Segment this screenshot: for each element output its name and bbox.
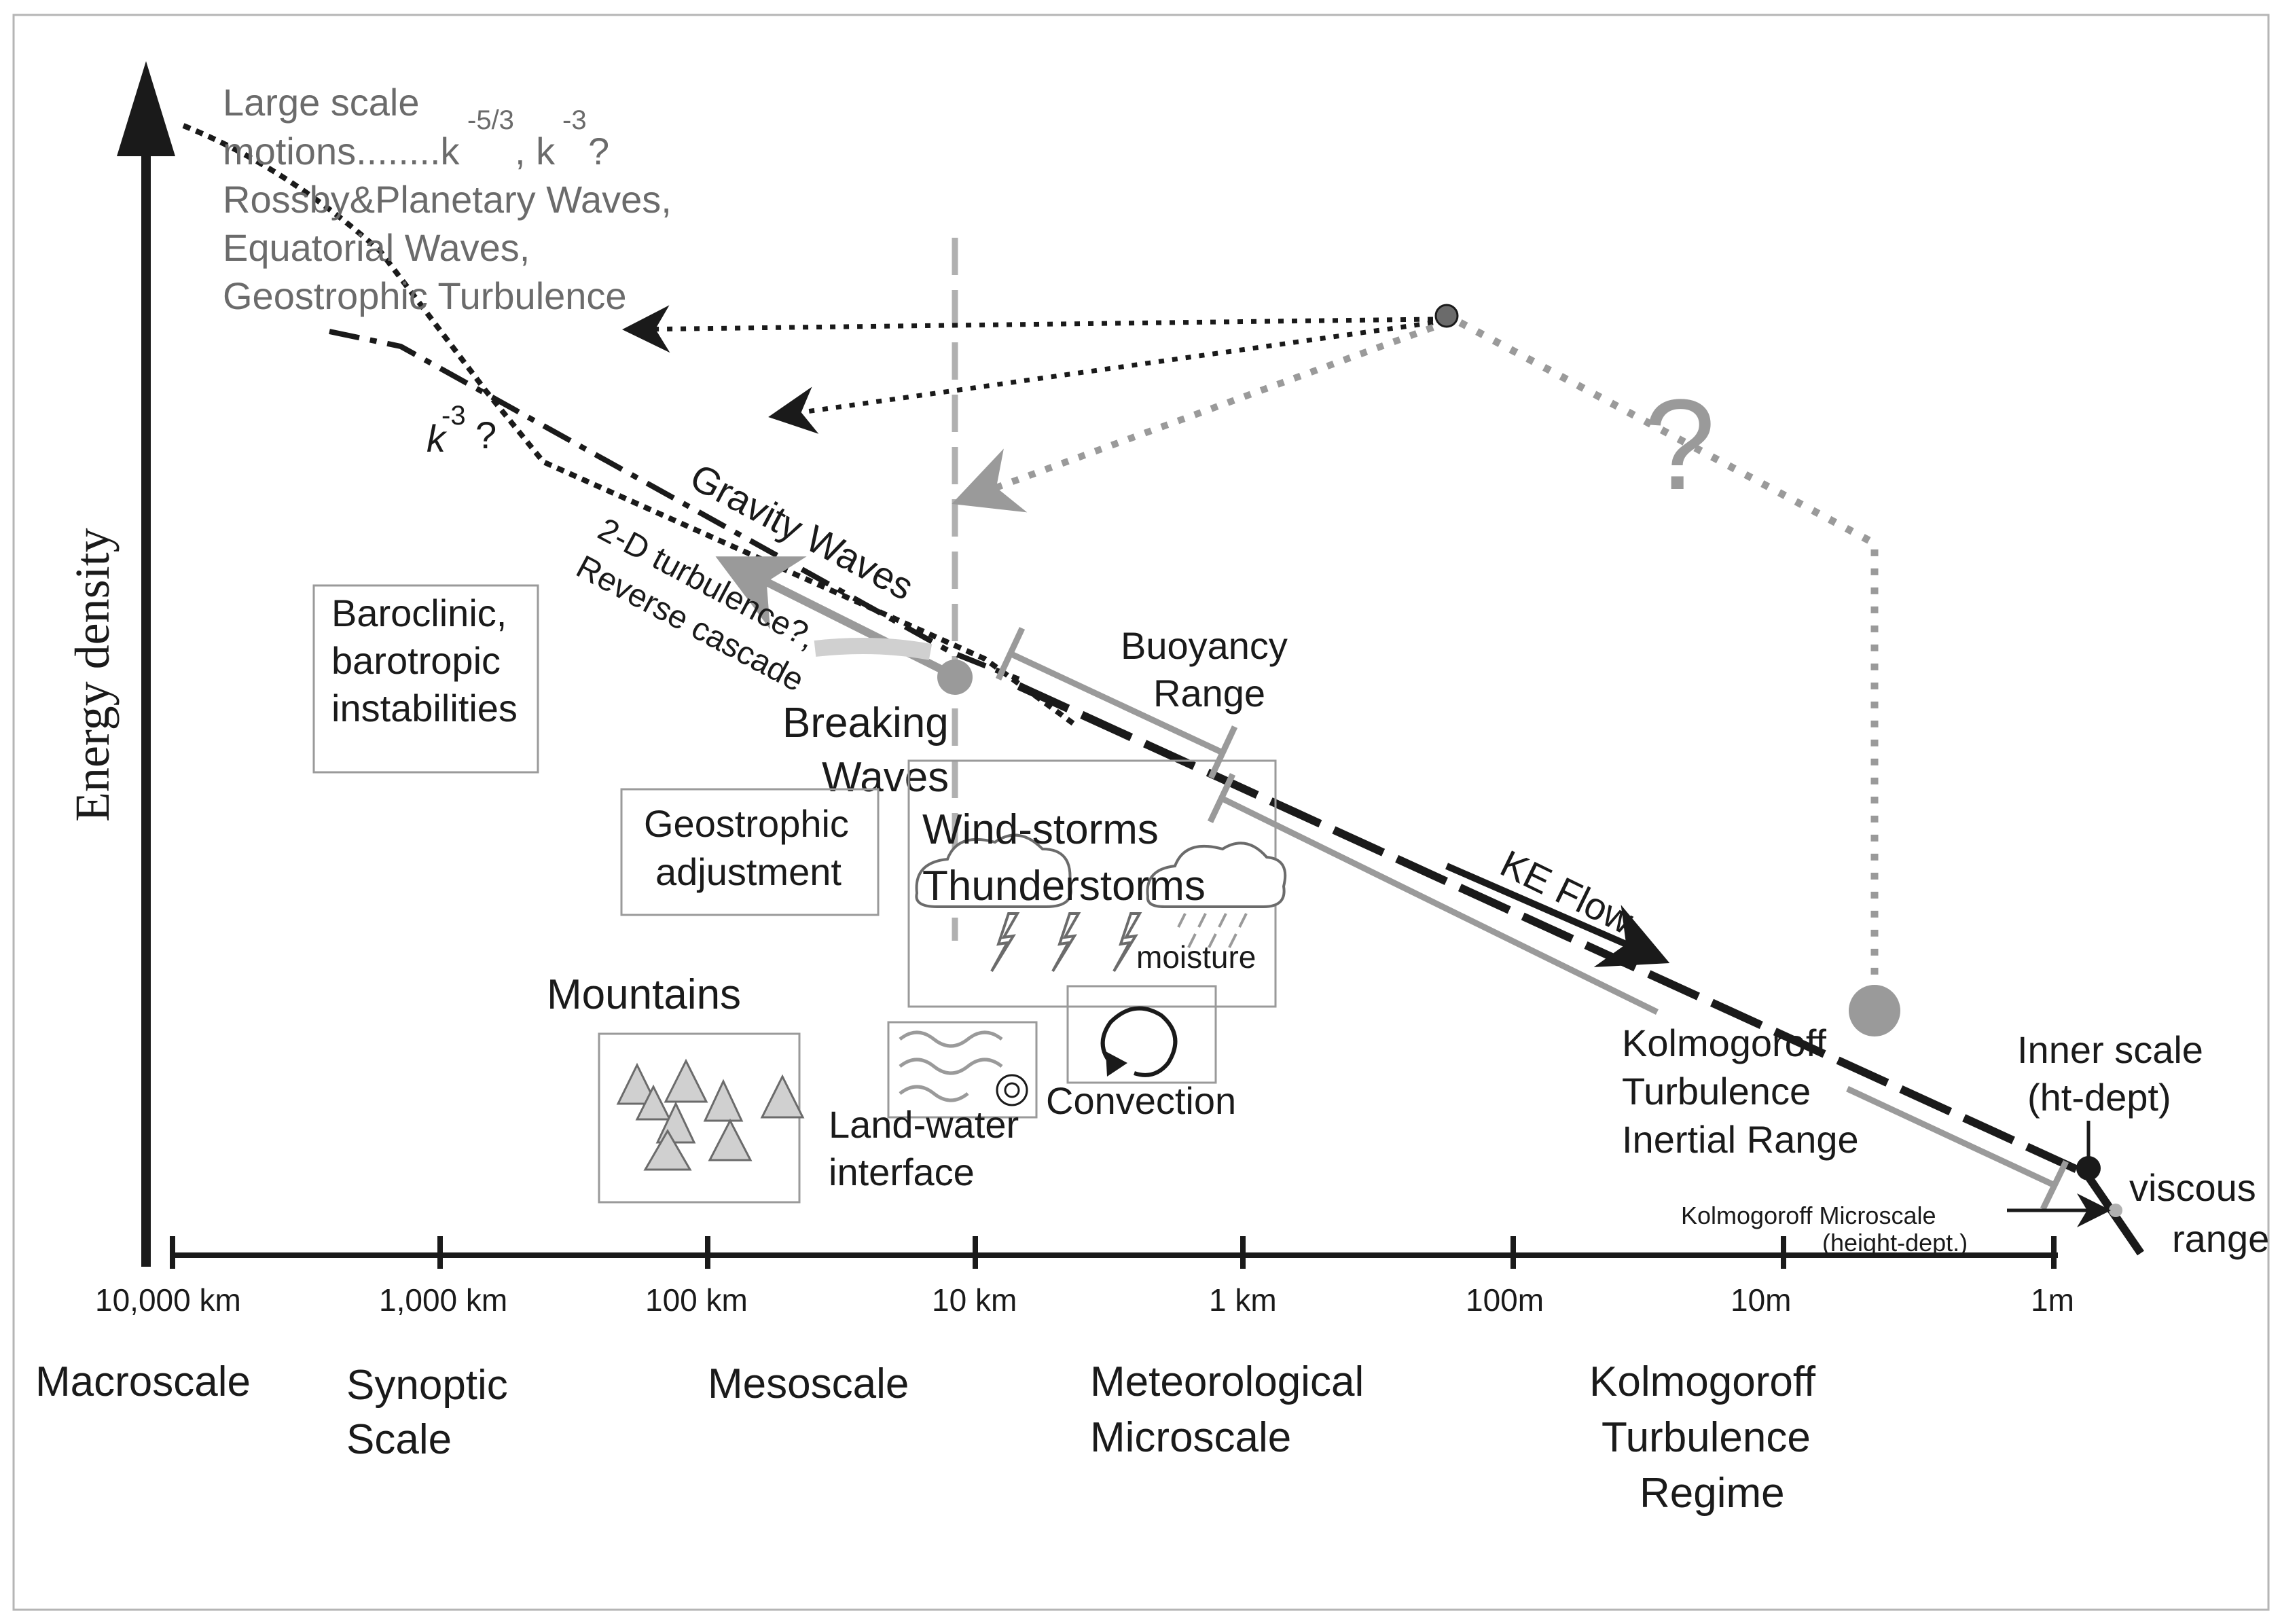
convection-label: Convection	[1046, 1079, 1236, 1122]
regime-mesoscale: Mesoscale	[708, 1360, 909, 1407]
geostrophic-adjustment-box	[620, 788, 880, 916]
moisture-label: moisture	[1136, 939, 1256, 975]
buoyancy-range-line1: Buoyancy	[1121, 624, 1288, 667]
convection-box	[1066, 985, 1217, 1084]
regime-macroscale: Macroscale	[35, 1358, 251, 1405]
dotted-arrow-to-breaking-waves	[952, 324, 1434, 513]
large-scale-text: Large scale motions........k -5/3 , k -3…	[223, 81, 672, 317]
dotted-arrow-to-gravity-waves	[768, 320, 1434, 434]
kolmogoroff-microscale-dot	[2109, 1204, 2122, 1217]
inner-scale-line1: Inner scale	[2017, 1028, 2203, 1071]
large-scale-sup2: -3	[562, 105, 587, 135]
dotted-path-to-kolmogoroff	[1458, 319, 1879, 1005]
thunderstorms-label: Thunderstorms	[922, 863, 1206, 909]
tick-label-10m: 10m	[1731, 1282, 1791, 1318]
viscous-line1: viscous	[2129, 1166, 2256, 1209]
geostrophic-adj-line2: adjustment	[655, 850, 842, 893]
windstorms-label: Wind-storms	[922, 806, 1159, 853]
geostrophic-adj-line1: Geostrophic	[644, 802, 849, 845]
large-scale-spectrum-curve	[182, 123, 1075, 726]
baroclinic-line1: Baroclinic,	[331, 592, 507, 634]
question-mark: ?	[1644, 373, 1716, 517]
buoyancy-range-line2: Range	[1153, 672, 1265, 715]
regime-kolmo-2: Turbulence	[1602, 1414, 1811, 1461]
inertial-range-brackets	[1207, 773, 2069, 1210]
y-axis	[117, 61, 175, 1267]
k3-label-q: ?	[475, 414, 496, 456]
source-dot	[1434, 304, 1459, 328]
k3-label-k: k	[427, 417, 448, 460]
large-scale-line2a: motions........k	[223, 130, 460, 173]
kolmogoroff-grey-dot	[1849, 985, 1900, 1036]
tick-label-1m: 1m	[2031, 1282, 2074, 1318]
kolmo-micro-line1: Kolmogoroff Microscale	[1681, 1202, 1936, 1229]
wave-icon	[899, 1030, 1003, 1102]
baroclinic-line2: barotropic	[331, 639, 501, 682]
sun-icon	[996, 1074, 1028, 1106]
regime-meteo-1: Meteorological	[1090, 1358, 1364, 1405]
kolmo-inertial-line1: Kolmogoroff	[1622, 1022, 1826, 1064]
baroclinic-line3: instabilities	[331, 687, 518, 729]
inner-scale-line2: (ht-dept)	[2027, 1076, 2171, 1119]
k3-label-sup: -3	[441, 401, 466, 431]
breaking-waves-line1: Breaking	[782, 700, 949, 746]
regime-kolmo-3: Regime	[1640, 1470, 1785, 1517]
large-scale-line2b: , k	[515, 130, 556, 173]
mountains-label: Mountains	[547, 971, 741, 1018]
ke-flow-arrow	[1445, 863, 1670, 967]
regime-synoptic-2: Scale	[346, 1416, 452, 1463]
regime-kolmo-1: Kolmogoroff	[1589, 1358, 1816, 1405]
large-scale-line4: Equatorial Waves,	[223, 226, 530, 269]
tick-label-10000km: 10,000 km	[95, 1282, 241, 1318]
dotted-arrow-to-large-scale	[622, 305, 1434, 353]
x-axis	[170, 1236, 2058, 1269]
large-scale-sup1: -5/3	[467, 105, 514, 135]
large-scale-line1: Large scale	[223, 81, 420, 124]
buoyancy-range-bracket	[995, 627, 1238, 779]
y-axis-title: Energy density	[65, 528, 120, 822]
regime-synoptic-1: Synoptic	[346, 1362, 508, 1409]
figure-border	[12, 14, 2270, 1611]
lightning-icon	[990, 912, 1142, 973]
breaking-waves-dot	[937, 660, 973, 695]
rain-icon	[1177, 913, 1248, 948]
tick-label-10km: 10 km	[932, 1282, 1017, 1318]
large-scale-line5: Geostrophic Turbulence	[223, 274, 627, 317]
tick-label-100km: 100 km	[645, 1282, 748, 1318]
gravity-wave-spectrum-curve	[329, 329, 1020, 682]
kolmo-inertial-line2: Turbulence	[1622, 1070, 1811, 1113]
large-scale-line2c: ?	[588, 130, 609, 173]
mountain-icon	[616, 1058, 805, 1171]
kolmo-micro-line2: (height-dept.)	[1822, 1229, 1968, 1257]
land-water-line2: interface	[829, 1151, 975, 1193]
land-water-line1: Land-water	[829, 1103, 1019, 1146]
kolmo-inertial-line3: Inertial Range	[1622, 1118, 1859, 1161]
ke-flow-dashed-line	[1017, 682, 2084, 1176]
reverse-cascade-smudge	[814, 638, 933, 660]
inner-scale-dot	[2076, 1156, 2101, 1180]
cloud-icon	[915, 833, 1072, 908]
cloud-icon-2	[1146, 842, 1287, 908]
ke-flow-label: KE Flow	[1494, 842, 1641, 942]
tick-label-1000km: 1,000 km	[379, 1282, 507, 1318]
convection-loop-icon	[1100, 1006, 1178, 1077]
baroclinic-box	[312, 584, 539, 774]
x-tick-labels: 10,000 km 1,000 km 100 km 10 km 1 km 100…	[95, 1282, 2074, 1318]
regime-labels: Macroscale Synoptic Scale Mesoscale Mete…	[35, 1358, 1816, 1517]
regime-meteo-2: Microscale	[1090, 1414, 1291, 1461]
large-scale-line3: Rossby&Planetary Waves,	[223, 178, 672, 221]
viscous-line2: range	[2172, 1217, 2269, 1260]
tick-label-1km: 1 km	[1209, 1282, 1277, 1318]
svg-text:motions........k: motions........k	[223, 130, 460, 173]
land-water-box	[887, 1021, 1038, 1119]
tick-label-100m: 100m	[1466, 1282, 1544, 1318]
